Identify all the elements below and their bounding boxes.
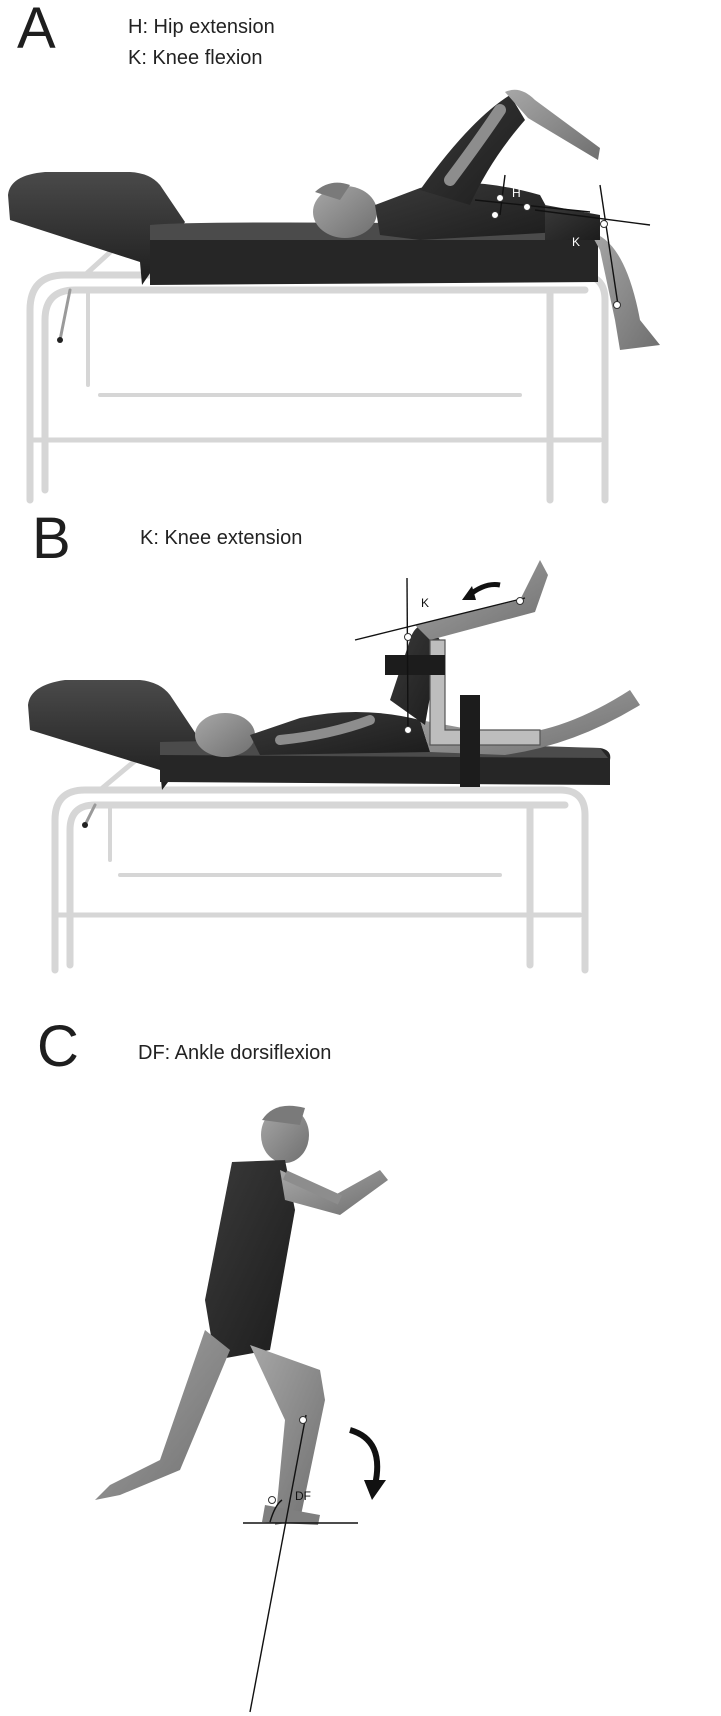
- panel-a-knee-marker: K: [572, 235, 581, 249]
- panel-a-landmarks: [491, 194, 621, 309]
- panel-b-letter: B: [32, 506, 71, 571]
- panel-a-hip-marker: H: [512, 186, 521, 200]
- panel-b-illustration: [28, 560, 640, 974]
- panel-c-landmarks: [268, 1416, 307, 1504]
- panel-b-knee-marker: K: [421, 596, 430, 610]
- panel-a-patient: [313, 89, 660, 350]
- panel-b-caption-knee: K: Knee extension: [140, 527, 303, 549]
- panel-a-letter: A: [17, 0, 56, 61]
- panel-a-illustration: [8, 89, 660, 504]
- panel-b-landmarks: [404, 597, 524, 734]
- panel-b-exam-table: [51, 737, 589, 974]
- panel-b-leg-brace: [385, 639, 541, 787]
- panel-c-caption-ankle: DF: Ankle dorsiflexion: [138, 1042, 332, 1064]
- panel-a-caption-knee: K: Knee flexion: [128, 47, 263, 69]
- panel-c-angle-lines: [243, 1414, 358, 1713]
- panel-c-standing-person: [95, 1105, 388, 1525]
- panel-b-angle-lines: [354, 577, 526, 733]
- panel-c-rotation-arrow: [349, 1427, 381, 1486]
- panel-c-letter: C: [37, 1014, 79, 1079]
- panel-a-caption-hip: H: Hip extension: [128, 16, 275, 38]
- panel-c-illustration: [95, 1105, 388, 1713]
- panel-c-ankle-marker: DF: [295, 1489, 311, 1503]
